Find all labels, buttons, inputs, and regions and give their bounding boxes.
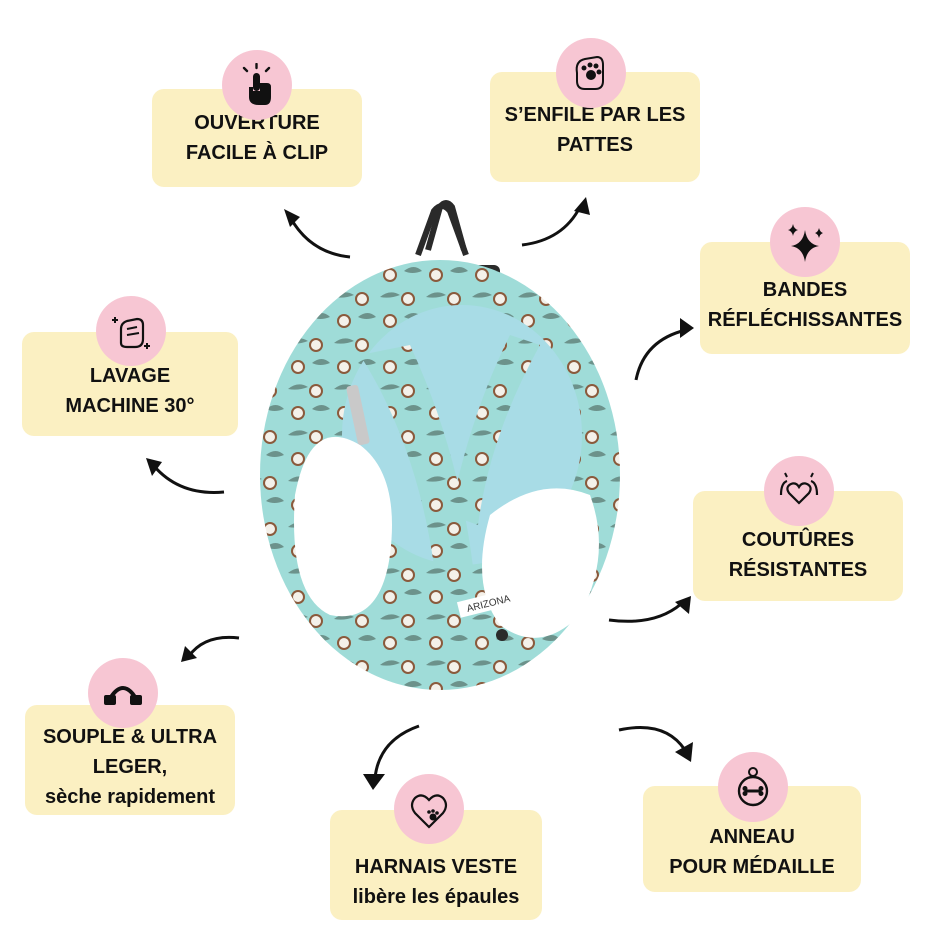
badge-clip <box>222 50 292 120</box>
badge-vest <box>394 774 464 844</box>
arrow-to-wash <box>146 458 225 494</box>
arrow-to-reflect <box>634 318 694 381</box>
arrow-to-paws <box>521 197 590 247</box>
feature-ring-line2: POUR MÉDAILLE <box>669 856 835 878</box>
strong-heart-icon <box>779 472 819 505</box>
tap-finger-icon <box>242 63 271 105</box>
feature-paws-line1: S’ENFILE PAR LES <box>504 104 686 126</box>
badge-light <box>88 658 158 728</box>
feature-ring-line1: ANNEAU <box>709 826 795 848</box>
feature-vest-line1: HARNAIS VESTE <box>354 856 518 878</box>
feature-light-line1: SOUPLE & ULTRA <box>42 726 218 748</box>
arrow-to-vest <box>363 724 420 790</box>
feature-light-line2: LEGER, <box>92 756 168 778</box>
feature-seams-line2: RÉSISTANTES <box>728 559 868 581</box>
badge-ring <box>718 752 788 822</box>
flexible-bar-icon <box>104 686 142 705</box>
harness-body: ARIZONA <box>260 260 620 690</box>
feature-card-ring: ANNEAU POUR MÉDAILLE <box>643 786 861 892</box>
badge-reflect <box>770 207 840 277</box>
feature-wash-line2: MACHINE 30° <box>65 395 195 417</box>
feature-clip-line1: OUVERTURE <box>194 112 320 134</box>
feature-light-line3: sèche rapidement <box>44 786 216 808</box>
feature-seams-line1: COUTÛRES <box>741 529 855 551</box>
badge-wash <box>96 296 166 366</box>
medal-tag-icon <box>737 767 769 807</box>
badge-seams <box>764 456 834 526</box>
arrow-to-ring <box>618 726 693 762</box>
feature-vest-line2: libère les épaules <box>352 886 520 908</box>
feature-paws-line2: PATTES <box>557 134 633 156</box>
heart-paw-icon <box>410 794 448 829</box>
feature-reflect-line1: BANDES <box>762 279 848 301</box>
badge-paws <box>556 38 626 108</box>
washing-hands-icon <box>112 317 150 349</box>
d-ring <box>415 200 469 257</box>
harness-illustration: ARIZONA <box>260 200 620 690</box>
feature-reflect-line2: RÉFLÉCHISSANTES <box>707 309 903 331</box>
sparkle-icon <box>788 224 823 262</box>
feature-wash-line1: LAVAGE <box>89 365 171 387</box>
arrow-to-clip <box>284 209 351 259</box>
arrow-to-seams <box>608 596 691 623</box>
arrow-to-light <box>181 635 240 662</box>
feature-clip-line2: FACILE À CLIP <box>185 142 329 164</box>
paw-hand-icon <box>575 55 604 90</box>
